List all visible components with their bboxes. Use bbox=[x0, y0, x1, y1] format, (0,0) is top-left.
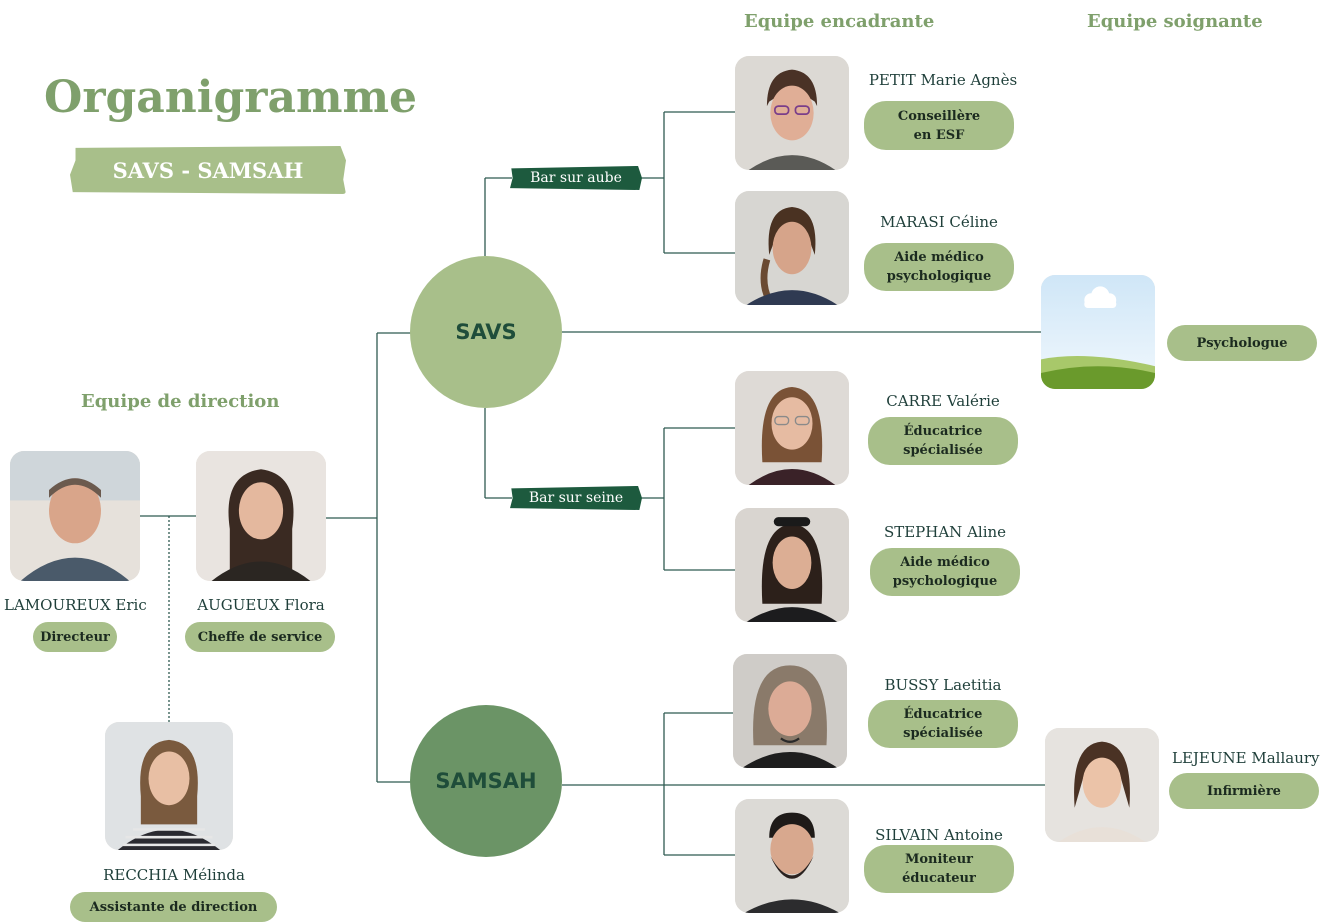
site-tag-bar-sur-seine: Bar sur seine bbox=[510, 486, 642, 510]
section-equipe-soignante: Equipe soignante bbox=[1087, 11, 1263, 32]
samsah-node: SAMSAH bbox=[410, 705, 562, 857]
person-name-carre: CARRE Valérie bbox=[886, 392, 1000, 410]
person-name-lejeune: LEJEUNE Mallaury bbox=[1172, 749, 1320, 767]
section-equipe-direction: Equipe de direction bbox=[81, 391, 280, 412]
person-name-augueux: AUGUEUX Flora bbox=[197, 596, 325, 614]
site-tag-bar-sur-aube: Bar sur aube bbox=[510, 166, 642, 190]
subtitle-banner: SAVS - SAMSAH bbox=[70, 146, 346, 194]
role-badge-psychologue: Psychologue bbox=[1167, 325, 1317, 361]
role-badge-cheffe-de-service: Cheffe de service bbox=[185, 622, 335, 652]
role-badge-infirmiere: Infirmière bbox=[1169, 773, 1319, 809]
person-name-stephan: STEPHAN Aline bbox=[883, 523, 1007, 541]
person-name-bussy: BUSSY Laetitia bbox=[884, 676, 1002, 694]
person-name-petit: PETIT Marie Agnès bbox=[868, 71, 1018, 89]
avatar-recchia-melinda bbox=[105, 722, 233, 850]
avatar-bussy-laetitia bbox=[733, 654, 847, 768]
person-name-recchia: RECCHIA Mélinda bbox=[103, 866, 245, 884]
avatar-carre-valerie bbox=[735, 371, 849, 485]
placeholder-image-icon bbox=[1041, 275, 1155, 389]
avatar-lamoureux-eric bbox=[10, 451, 140, 581]
page-title: Organigramme bbox=[44, 72, 418, 123]
person-name-silvain: SILVAIN Antoine bbox=[875, 826, 1003, 844]
avatar-augueux-flora bbox=[196, 451, 326, 581]
avatar-silvain-antoine bbox=[735, 799, 849, 913]
savs-node: SAVS bbox=[410, 256, 562, 408]
avatar-lejeune-mallaury bbox=[1045, 728, 1159, 842]
role-badge-assistante-de-direction: Assistante de direction bbox=[70, 892, 277, 922]
person-name-marasi: MARASI Céline bbox=[880, 213, 998, 231]
avatar-petit-marie-agnes bbox=[735, 56, 849, 170]
avatar-marasi-celine bbox=[735, 191, 849, 305]
role-badge-directeur: Directeur bbox=[33, 622, 117, 652]
section-equipe-encadrante: Equipe encadrante bbox=[744, 11, 935, 32]
person-name-lamoureux: LAMOUREUX Eric bbox=[4, 596, 147, 614]
avatar-stephan-aline bbox=[735, 508, 849, 622]
